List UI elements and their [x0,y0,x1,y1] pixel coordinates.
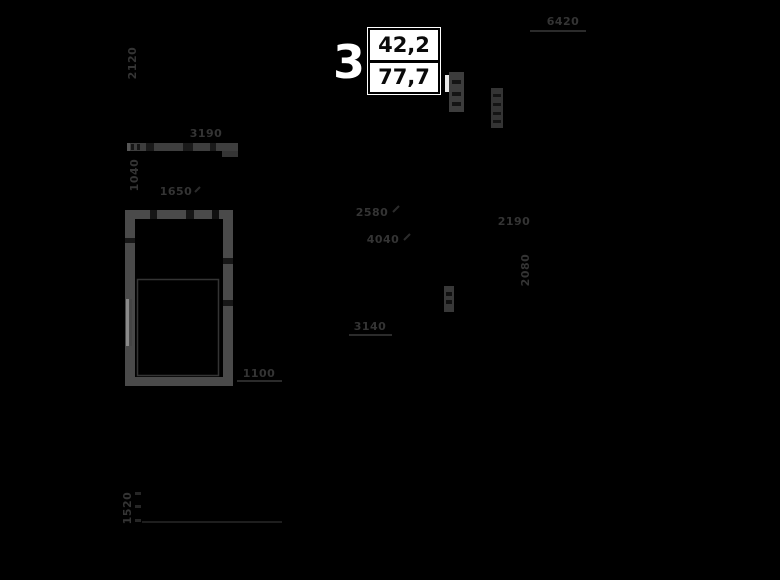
right-wall-segments [444,72,503,312]
leader-tick [445,75,449,92]
dim-mid-left-height: 1040 [128,159,141,192]
dim-kitchen-width: 2190 [498,215,531,228]
window [126,299,132,346]
upper-wall [127,143,238,157]
inner-room-outline [136,278,220,377]
room-walls [125,210,233,386]
dim-lower-width: 3140 [354,320,387,333]
dim-mid-width: 1650 [160,185,193,198]
living-area-value: 42,2 [370,30,438,63]
dim-lower-left-height: 1520 [121,492,134,525]
dim-living-width: 4040 [367,233,400,246]
dimension-lines [194,30,586,382]
dim-upper-room-width: 3190 [190,127,223,140]
bottom-dimension-chain [135,492,282,523]
dim-top-width: 6420 [547,15,580,28]
dim-hall-width: 2580 [356,206,389,219]
unit-number: 3 [332,35,365,89]
total-area-value: 77,7 [378,65,430,90]
area-table: 42,2 77,7 [368,28,440,94]
dim-upper-left-height: 2120 [126,47,139,80]
dim-right-height: 2080 [519,254,532,287]
dim-balcony-width: 1100 [243,367,276,380]
